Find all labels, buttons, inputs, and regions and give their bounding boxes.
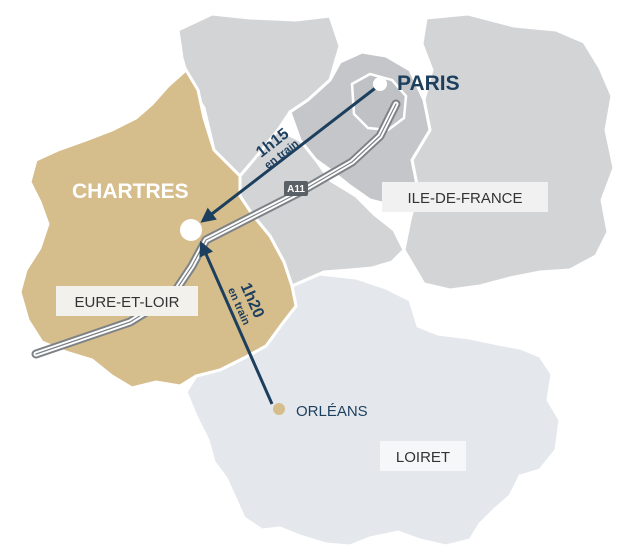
- loiret-label-box: LOIRET: [380, 441, 466, 471]
- orleans-label: ORLÉANS: [296, 403, 368, 420]
- ile-de-france-label: ILE-DE-FRANCE: [407, 190, 522, 207]
- chartres-dot-icon: [180, 219, 202, 241]
- loiret-label: LOIRET: [396, 449, 450, 466]
- paris-dot-icon: [373, 77, 387, 91]
- a11-badge-label: A11: [287, 184, 305, 195]
- chartres-label: CHARTRES: [72, 180, 189, 203]
- orleans-route-arrow: [199, 240, 274, 405]
- loiret-region: [184, 272, 562, 547]
- ile-de-france-label-box: ILE-DE-FRANCE: [382, 182, 548, 212]
- paris-label: PARIS: [397, 72, 460, 95]
- a11-badge: A11: [284, 181, 308, 196]
- eure-et-loir-label: EURE-ET-LOIR: [74, 294, 179, 311]
- orleans-dot-icon: [273, 403, 285, 415]
- paris-route-arrow: [200, 84, 379, 223]
- eure-et-loir-label-box: EURE-ET-LOIR: [56, 286, 198, 316]
- ile-de-france-east-region: [402, 12, 616, 292]
